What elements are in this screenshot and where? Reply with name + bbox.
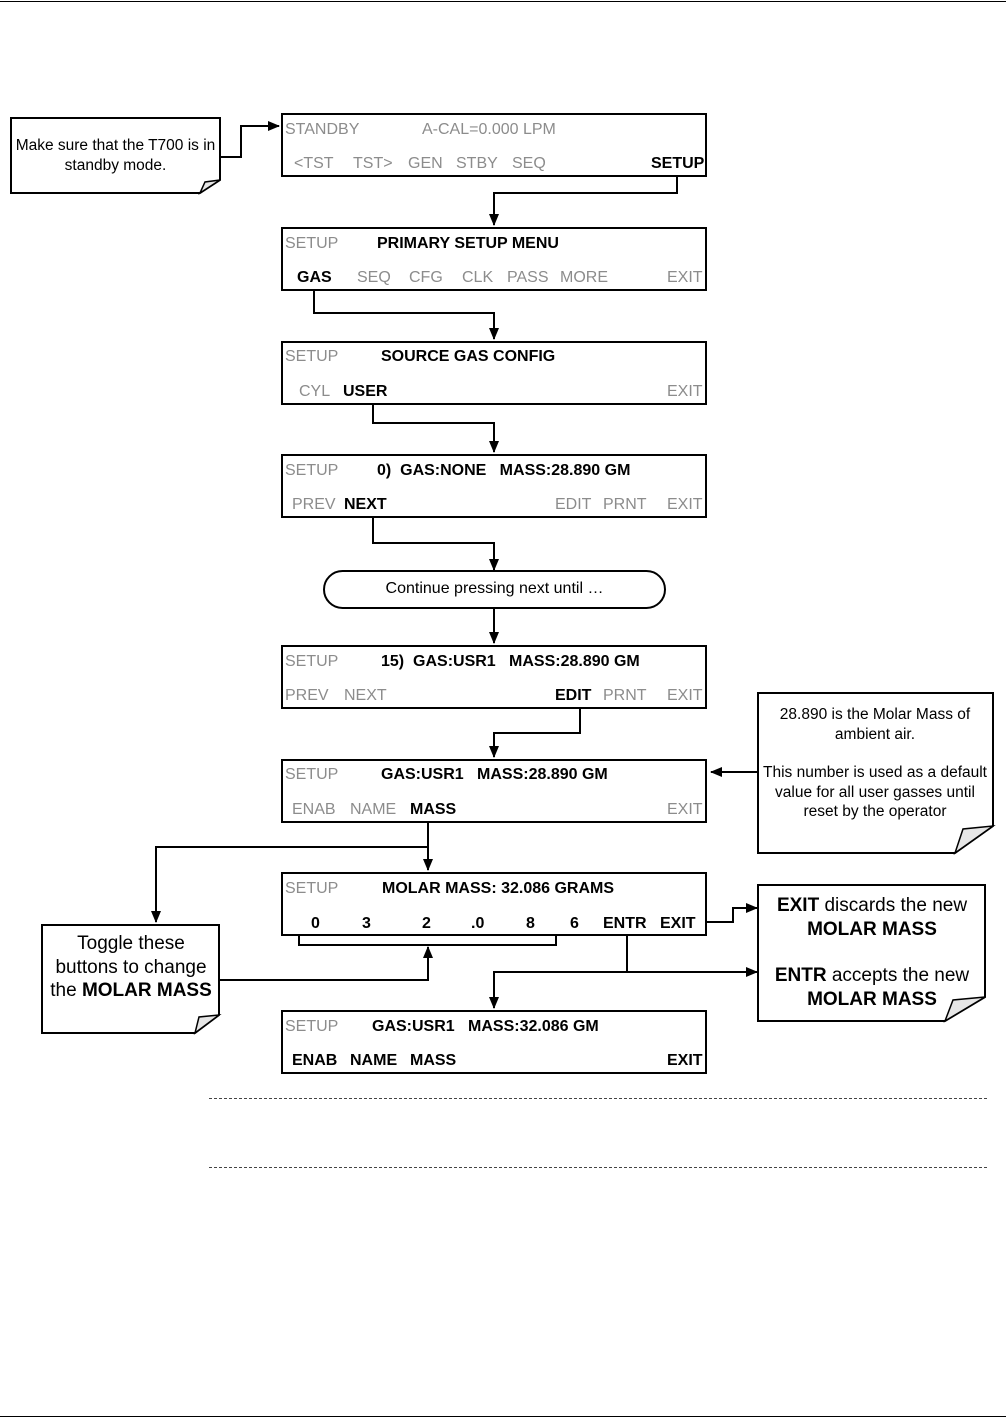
entr-note-keyword: ENTR <box>774 965 827 986</box>
gas-entry-readout: GAS:USR1 MASS:32.086 GM <box>372 1018 599 1035</box>
prnt-button[interactable]: PRNT <box>603 687 647 704</box>
connector-exit <box>702 903 758 923</box>
gas-entry-readout: GAS:USR1 MASS:28.890 GM <box>381 766 608 783</box>
molar-info-line-2: This number is used as a default value f… <box>762 764 987 820</box>
enab-button[interactable]: ENAB <box>292 1052 338 1069</box>
connector-standby-note <box>220 121 280 158</box>
connector-next <box>372 516 499 571</box>
cyl-button[interactable]: CYL <box>299 383 331 400</box>
exit-button[interactable]: EXIT <box>667 269 703 286</box>
screen-gas-usr1-result: SETUP GAS:USR1 MASS:32.086 GM ENAB NAME … <box>281 1010 707 1074</box>
molar-info-line-1: 28.890 is the Molar Mass of ambient air. <box>779 706 971 743</box>
prev-button[interactable]: PREV <box>292 496 336 513</box>
status-standby: STANDBY <box>285 121 360 138</box>
screen-gas-usr1: SETUP 15) GAS:USR1 MASS:28.890 GM PREV N… <box>281 645 707 709</box>
pass-button[interactable]: PASS <box>507 269 549 286</box>
exit-note-subject: MOLAR MASS <box>807 918 937 940</box>
digit-button[interactable]: 2 <box>422 915 431 932</box>
screen-source-gas-config: SETUP SOURCE GAS CONFIG CYL USER EXIT <box>281 341 707 405</box>
digit-button[interactable]: 0 <box>311 915 320 932</box>
exit-entr-note: EXIT discards the new MOLAR MASS ENTR ac… <box>762 894 982 1011</box>
connector-edit <box>489 706 581 758</box>
entr-button[interactable]: ENTR <box>603 915 647 932</box>
next-button[interactable]: NEXT <box>344 687 387 704</box>
gas-entry-readout: 0) GAS:NONE MASS:28.890 GM <box>377 462 631 479</box>
tst-prev-button[interactable]: <TST <box>294 155 334 172</box>
entr-note-text: accepts the new <box>831 965 970 986</box>
toggle-note-text: Toggle these buttons to change the <box>50 933 207 1001</box>
mass-button[interactable]: MASS <box>410 801 457 818</box>
more-button[interactable]: MORE <box>560 269 608 286</box>
exit-button[interactable]: EXIT <box>667 687 703 704</box>
digit-bracket <box>298 932 557 946</box>
exit-button[interactable]: EXIT <box>667 496 703 513</box>
screen-title: MOLAR MASS: 32.086 GRAMS <box>382 880 615 897</box>
digit-button[interactable]: 6 <box>570 915 579 932</box>
seq-button[interactable]: SEQ <box>512 155 546 172</box>
mode-label: SETUP <box>285 348 339 365</box>
mode-label: SETUP <box>285 1018 339 1035</box>
toggle-note: Toggle these buttons to change the MOLAR… <box>46 932 216 1003</box>
digit-button[interactable]: 8 <box>526 915 535 932</box>
exit-button[interactable]: EXIT <box>667 383 703 400</box>
name-button[interactable]: NAME <box>350 1052 398 1069</box>
cfg-button[interactable]: CFG <box>409 269 443 286</box>
connector-toggle-bracket <box>219 946 433 981</box>
exit-button[interactable]: EXIT <box>667 1052 703 1069</box>
dashed-separator-top <box>209 1098 987 1099</box>
gen-button[interactable]: GEN <box>408 155 443 172</box>
entr-note-subject: MOLAR MASS <box>807 988 937 1010</box>
exit-button[interactable]: EXIT <box>660 915 696 932</box>
seq-button[interactable]: SEQ <box>357 269 391 286</box>
screen-title: PRIMARY SETUP MENU <box>377 235 559 252</box>
dashed-separator-bottom <box>209 1167 987 1168</box>
name-button[interactable]: NAME <box>350 801 397 818</box>
prev-button[interactable]: PREV <box>285 687 329 704</box>
header-rule <box>0 1 1006 2</box>
footer-rule <box>0 1416 1006 1417</box>
screen-primary-setup: SETUP PRIMARY SETUP MENU GAS SEQ CFG CLK… <box>281 227 707 291</box>
enab-button[interactable]: ENAB <box>292 801 336 818</box>
connector-toggle-note <box>151 846 428 923</box>
digit-button[interactable]: 3 <box>362 915 371 932</box>
exit-note-keyword: EXIT <box>776 895 820 916</box>
connector-user <box>372 402 499 453</box>
continue-pill-shape <box>323 570 666 609</box>
stby-button[interactable]: STBY <box>456 155 498 172</box>
mode-label: SETUP <box>285 653 339 670</box>
continue-pill-label: Continue pressing next until … <box>385 580 604 597</box>
user-button[interactable]: USER <box>343 383 388 400</box>
connector-gas <box>313 288 499 340</box>
mode-label: SETUP <box>285 880 339 897</box>
mode-label: SETUP <box>285 766 339 783</box>
clk-button[interactable]: CLK <box>462 269 494 286</box>
exit-note-text: discards the new <box>824 895 968 916</box>
screen-gas-usr1-edit: SETUP GAS:USR1 MASS:28.890 GM ENAB NAME … <box>281 759 707 823</box>
screen-standby: STANDBY A-CAL=0.000 LPM <TST TST> GEN ST… <box>281 113 707 177</box>
gas-button[interactable]: GAS <box>297 269 332 286</box>
toggle-note-bold: MOLAR MASS <box>81 980 212 1001</box>
screen-molar-mass: SETUP MOLAR MASS: 32.086 GRAMS 0 3 2 .0 … <box>281 872 707 936</box>
screen-gas-none: SETUP 0) GAS:NONE MASS:28.890 GM PREV NE… <box>281 454 707 518</box>
connector-setup <box>489 176 678 226</box>
mode-label: SETUP <box>285 462 339 479</box>
connector-entr-result <box>489 971 627 1009</box>
molar-info-note: 28.890 is the Molar Mass of ambient air.… <box>762 705 988 822</box>
setup-button[interactable]: SETUP <box>651 155 705 172</box>
mode-label: SETUP <box>285 235 339 252</box>
connector-entr <box>626 934 758 977</box>
screen-title: SOURCE GAS CONFIG <box>381 348 556 365</box>
prnt-button[interactable]: PRNT <box>603 496 647 513</box>
gas-entry-readout: 15) GAS:USR1 MASS:28.890 GM <box>381 653 640 670</box>
standby-note: Make sure that the T700 is in standby mo… <box>15 137 216 174</box>
edit-button[interactable]: EDIT <box>555 496 592 513</box>
digit-button[interactable]: .0 <box>471 915 485 932</box>
tst-next-button[interactable]: TST> <box>353 155 393 172</box>
next-button[interactable]: NEXT <box>344 496 387 513</box>
mass-button[interactable]: MASS <box>410 1052 457 1069</box>
acal-readout: A-CAL=0.000 LPM <box>422 121 556 138</box>
exit-button[interactable]: EXIT <box>667 801 703 818</box>
edit-button[interactable]: EDIT <box>555 687 592 704</box>
